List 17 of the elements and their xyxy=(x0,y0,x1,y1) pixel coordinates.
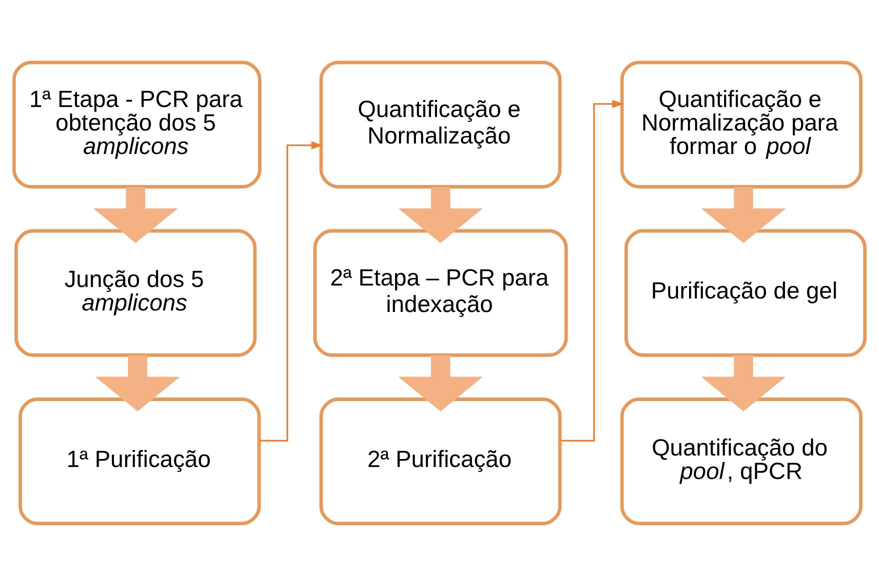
node-box: 1ª Purificação xyxy=(18,397,261,525)
arrow xyxy=(398,354,483,411)
node-box: Quantificação e Normalização xyxy=(319,60,562,188)
arrow xyxy=(93,186,178,242)
node-box: 1ª Etapa - PCR para obtenção dos 5 amplicons xyxy=(12,60,262,188)
node-box: 2ª Purificação xyxy=(319,397,562,525)
arrow xyxy=(260,140,323,441)
arrow xyxy=(701,186,786,242)
arrow xyxy=(95,354,180,411)
arrow xyxy=(398,186,483,242)
node-box: Quantificação e Normalização para formar o pool xyxy=(620,60,862,188)
node-box: Purificação de gel xyxy=(624,228,867,356)
arrow xyxy=(701,354,786,411)
node-box: 2ª Etapa – PCR para indexação xyxy=(313,228,568,356)
node-box: Quantificação do pool, qPCR xyxy=(620,397,862,525)
arrow xyxy=(560,99,624,441)
node-box: Junção dos 5 amplicons xyxy=(14,228,257,356)
